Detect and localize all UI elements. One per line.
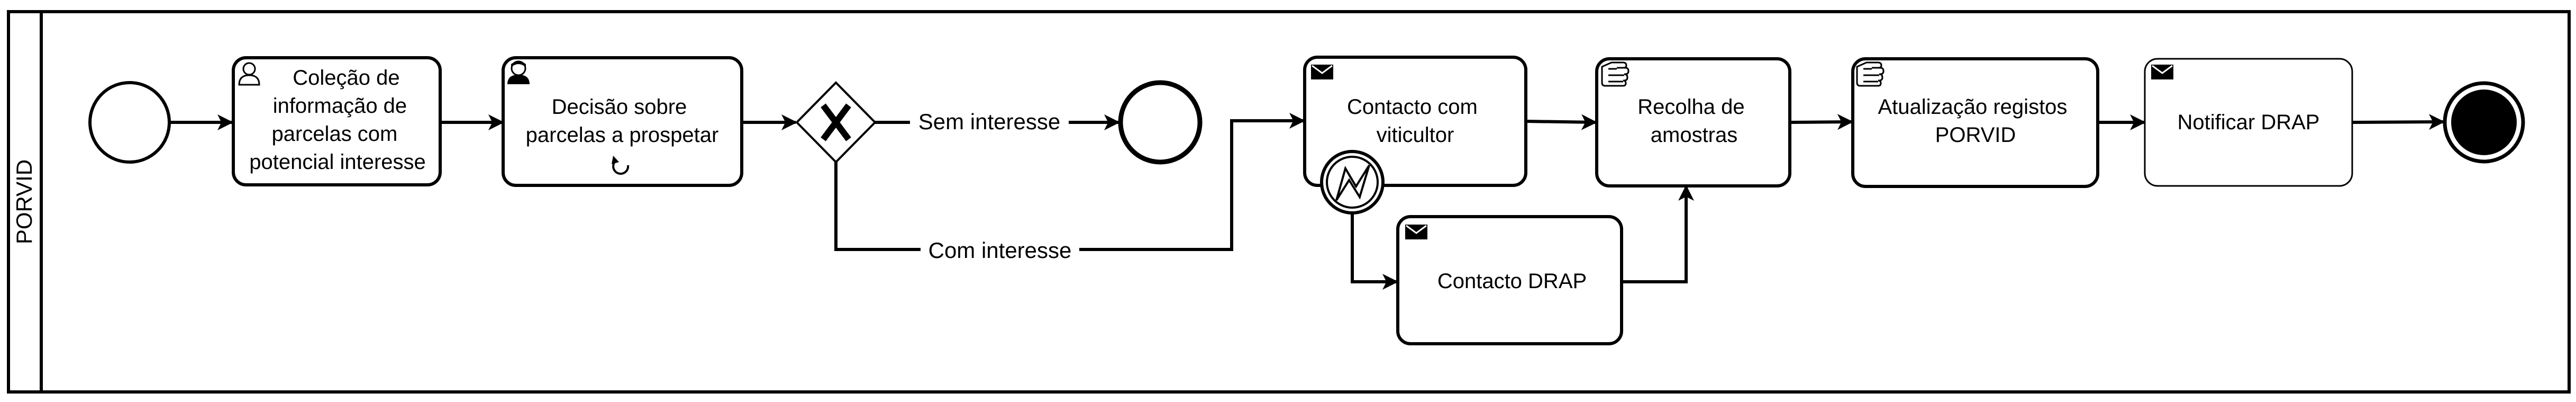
task-atualizacao-line2: PORVID xyxy=(1935,123,2016,147)
flow-com-interesse[interactable] xyxy=(834,113,1305,251)
task-decisao-line1: Decisão sobre xyxy=(552,95,687,119)
start-event[interactable] xyxy=(88,81,171,164)
x-marker-icon xyxy=(821,103,851,141)
task-decisao-line2: parcelas a prospetar xyxy=(526,123,719,147)
svg-text:Atualização registos POR: Atualização registos PORVID xyxy=(1878,95,2073,147)
user-task-icon xyxy=(238,62,260,86)
task-contacto-viticultor-line2: viticultor xyxy=(1377,123,1454,147)
svg-text:Decisão sobre parcelas a: Decisão sobre parcelas a prospetar xyxy=(526,95,719,147)
svg-text:Recolha de amostras: Recolha de amostras xyxy=(1637,95,1751,147)
task-contacto-viticultor-line1: Contacto com xyxy=(1347,95,1478,119)
error-bolt-icon xyxy=(1335,164,1370,201)
flow-boundary-to-contacto-drap[interactable] xyxy=(1351,213,1398,290)
hand-icon xyxy=(1601,61,1630,87)
pool-label: PORVID xyxy=(12,159,37,244)
task-contacto-drap[interactable]: Contacto DRAP xyxy=(1396,215,1623,345)
envelope-icon xyxy=(2151,65,2173,79)
edge-labels: Sem interesse Com interesse xyxy=(910,106,1079,265)
loop-marker-icon xyxy=(612,156,630,175)
svg-text:Contacto com viticultor: Contacto com viticultor xyxy=(1347,95,1483,147)
task-atualizacao-line1: Atualização registos xyxy=(1878,95,2067,119)
hand-icon xyxy=(1856,61,1885,87)
flow-viticultor-to-recolha[interactable] xyxy=(1526,114,1597,130)
task-colecao[interactable]: Coleção de informação de parcelas com po… xyxy=(232,56,442,186)
edge-label-sem-interesse: Sem interesse xyxy=(918,109,1060,134)
flow-contacto-drap-to-recolha[interactable] xyxy=(1622,185,1694,283)
task-colecao-line2: informação de xyxy=(273,94,407,118)
envelope-icon xyxy=(1405,225,1427,239)
task-atualizacao[interactable]: Atualização registos PORVID xyxy=(1851,57,2099,188)
task-recolha-line2: amostras xyxy=(1651,123,1738,147)
task-colecao-line4: potencial interesse xyxy=(249,150,426,174)
task-notificar-label: Notificar DRAP xyxy=(2178,111,2320,134)
sequence-flows xyxy=(170,113,2445,290)
end-event-sem-interesse[interactable] xyxy=(1118,80,1203,165)
task-colecao-line1: Coleção de xyxy=(293,66,399,90)
person-task-icon xyxy=(507,60,530,84)
end-event[interactable] xyxy=(2443,81,2525,164)
task-decisao[interactable]: Decisão sobre parcelas a prospetar xyxy=(502,56,743,187)
task-recolha[interactable]: Recolha de amostras xyxy=(1595,57,1791,187)
task-notificar[interactable]: Notificar DRAP xyxy=(2144,58,2353,187)
exclusive-gateway[interactable] xyxy=(795,81,877,164)
task-colecao-line3: parcelas com xyxy=(272,122,398,146)
boundary-error-event[interactable] xyxy=(1320,150,1385,215)
task-contacto-drap-label: Contacto DRAP xyxy=(1437,270,1587,293)
task-recolha-line1: Recolha de xyxy=(1637,95,1744,119)
envelope-icon xyxy=(1311,65,1333,79)
edge-label-com-interesse: Com interesse xyxy=(929,238,1072,263)
svg-text:Coleção de informação de: Coleção de informação de parcelas com po… xyxy=(249,66,426,174)
